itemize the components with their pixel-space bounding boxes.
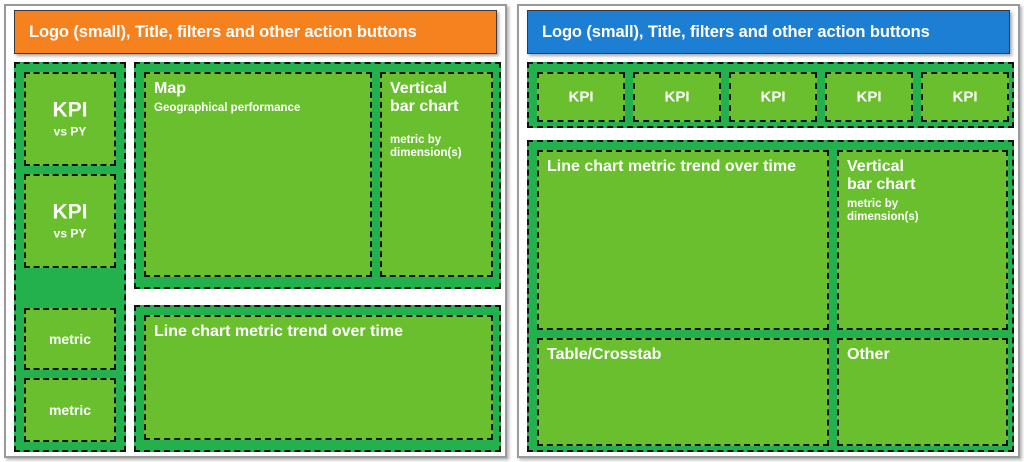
kpi-strip-tile-4-text: KPI [856, 88, 882, 106]
vertical-bar-chart-tile[interactable]: Vertical bar chart metric by dimension(s… [380, 72, 493, 277]
sidebar-tile-kpi-1-text: KPI vs PY [52, 98, 88, 139]
other-tile-title: Other [847, 346, 890, 363]
right-vertical-bar-chart-title: Vertical bar chart [847, 158, 916, 193]
sidebar-tile-metric-2-text: metric [48, 402, 92, 418]
kpi-strip-tile-2-text: KPI [664, 88, 690, 106]
sidebar-tile-metric-1[interactable]: metric [24, 308, 116, 370]
kpi-strip-tile-2[interactable]: KPI [633, 72, 721, 122]
kpi-strip-tile-3-text: KPI [760, 88, 786, 106]
left-sidebar-kpi-group: KPI vs PY KPI vs PY metric metric [14, 62, 126, 452]
right-vertical-bar-chart-tile[interactable]: Vertical bar chart metric by dimension(s… [837, 150, 1008, 330]
left-panel-header-label: Logo (small), Title, filters and other a… [29, 22, 417, 41]
left-top-charts-group: Map Geographical performance Vertical ba… [134, 62, 501, 289]
sidebar-tile-metric-2[interactable]: metric [24, 378, 116, 442]
right-line-chart-tile[interactable]: Line chart metric trend over time [537, 150, 829, 330]
kpi-strip-tile-1[interactable]: KPI [537, 72, 625, 122]
table-crosstab-title: Table/Crosstab [547, 346, 662, 363]
right-panel-header-bar[interactable]: Logo (small), Title, filters and other a… [527, 10, 1010, 54]
right-dashboard-panel: Logo (small), Title, filters and other a… [517, 4, 1020, 458]
vertical-bar-chart-title: Vertical bar chart [390, 80, 459, 115]
kpi-strip-tile-5[interactable]: KPI [921, 72, 1009, 122]
right-panel-header-label: Logo (small), Title, filters and other a… [542, 22, 930, 41]
left-dashboard-panel: Logo (small), Title, filters and other a… [4, 4, 507, 458]
right-line-chart-title: Line chart metric trend over time [547, 158, 796, 175]
left-panel-header-bar[interactable]: Logo (small), Title, filters and other a… [14, 10, 497, 54]
line-chart-tile[interactable]: Line chart metric trend over time [144, 315, 493, 440]
kpi-strip-tile-5-text: KPI [952, 88, 978, 106]
right-main-charts-group: Line chart metric trend over time Vertic… [527, 140, 1014, 452]
vertical-bar-chart-subtitle: metric by dimension(s) [390, 133, 462, 160]
sidebar-tile-kpi-2-text: KPI vs PY [52, 200, 88, 241]
kpi-strip-group: KPI KPI KPI KPI KPI [527, 62, 1014, 128]
sidebar-tile-kpi-1[interactable]: KPI vs PY [24, 72, 116, 166]
left-bottom-line-chart-group: Line chart metric trend over time [134, 305, 501, 452]
kpi-strip-tile-1-text: KPI [568, 88, 594, 106]
map-tile[interactable]: Map Geographical performance [144, 72, 372, 277]
kpi-strip-tile-3[interactable]: KPI [729, 72, 817, 122]
table-crosstab-tile[interactable]: Table/Crosstab [537, 338, 829, 446]
line-chart-title: Line chart metric trend over time [154, 323, 403, 340]
sidebar-tile-kpi-2[interactable]: KPI vs PY [24, 174, 116, 268]
right-vertical-bar-chart-subtitle: metric by dimension(s) [847, 197, 919, 224]
map-tile-subtitle: Geographical performance [154, 101, 301, 114]
other-tile[interactable]: Other [837, 338, 1008, 446]
map-tile-title: Map [154, 80, 186, 97]
kpi-strip-tile-4[interactable]: KPI [825, 72, 913, 122]
sidebar-tile-metric-1-text: metric [48, 331, 92, 347]
